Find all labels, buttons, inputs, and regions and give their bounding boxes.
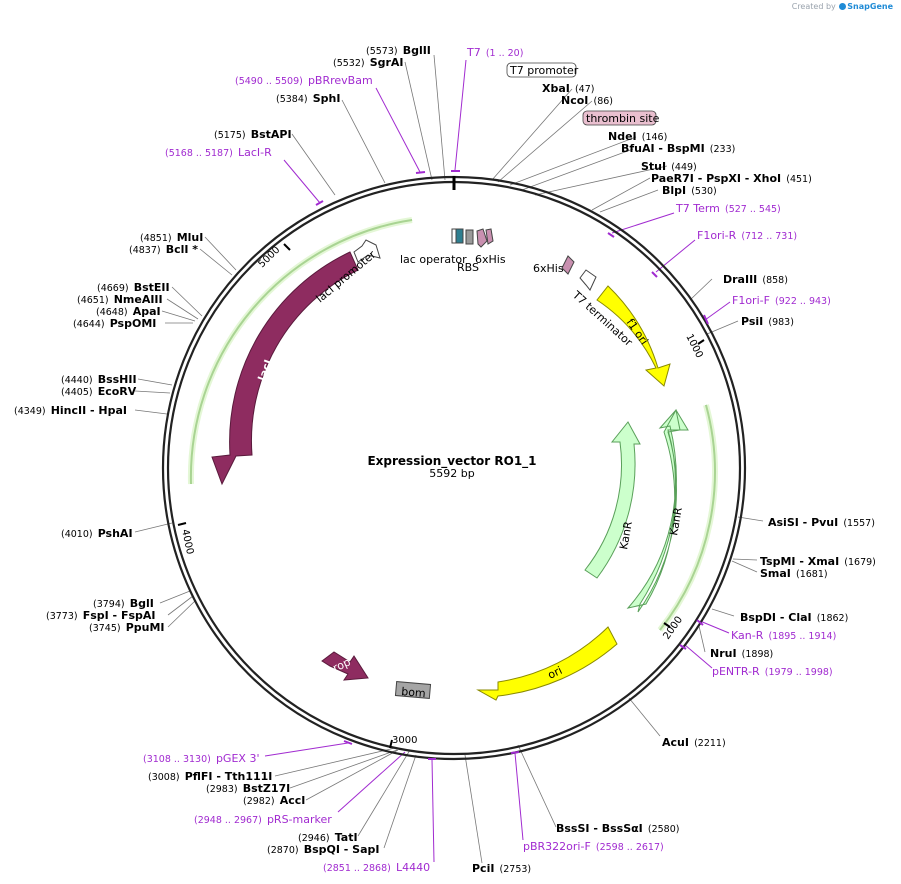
feature-label-his-2: 6xHis [533,262,564,275]
site-ecorv[interactable]: (4405) EcoRV [61,380,137,399]
orf-glow [187,217,718,632]
credit-prefix: Created by [791,2,836,11]
primer-prs-marker[interactable]: (2948 .. 2967) pRS-marker [194,808,332,827]
feature-laci-promoter-arrow [353,239,381,263]
feature-label-kanr-2: KanR [667,506,685,537]
restriction-site-labels: (5573) BglII (5532) SgrAI (5384) SphI (5… [14,39,876,876]
feature-lac-operator-box [455,228,464,244]
site-tspmi-xmai[interactable]: TspMI - XmaI (1679) [760,550,876,569]
site-bglii[interactable]: (5573) BglII [366,39,431,58]
site-blpi[interactable]: BlpI (530) [662,179,717,198]
site-ncoi[interactable]: NcoI (86) [561,89,613,108]
feature-label-lac-operator: lac operator [400,253,467,266]
feature-kanr-outer-arrow [626,408,689,613]
boxed-labels: T7 promoter thrombin site [506,62,660,126]
feature-t7-terminator-arrow [579,269,597,291]
site-sgrai[interactable]: (5532) SgrAI [333,51,404,70]
primer-marks [315,170,709,760]
site-bgli[interactable]: (3794) BglI [93,592,154,611]
site-apai[interactable]: (4648) ApaI [96,300,161,319]
feature-label-bom: bom [401,685,426,700]
feature-arrows [211,228,689,701]
feature-t7-promoter-box [451,228,457,244]
primer-l4440[interactable]: (2851 .. 2868) L4440 [323,856,430,875]
site-mlui[interactable]: (4851) MluI [140,226,203,245]
orf-arcs [189,219,716,631]
feature-thrombin-arrow [485,228,494,245]
credit-brand: SnapGene [847,2,893,11]
feature-rbs-box [465,229,474,245]
primer-pgex-3[interactable]: (3108 .. 3130) pGEX 3' [143,747,259,766]
site-bspqi-sapi[interactable]: (2870) BspQI - SapI [267,838,379,857]
site-acci[interactable]: (2982) AccI [243,789,305,808]
site-ndei[interactable]: NdeI (146) [608,125,667,144]
feature-label-t7-promoter: T7 promoter [509,64,579,77]
snapgene-logo-icon [839,3,847,10]
primer-f1ori-r[interactable]: F1ori-R (712 .. 731) [697,224,797,243]
site-nrui[interactable]: NruI (1898) [710,642,773,661]
primer-t7[interactable]: T7 (1 .. 20) [466,41,523,60]
primer-kan-r[interactable]: Kan-R (1895 .. 1914) [731,624,836,643]
primer-pbr322ori-f[interactable]: pBR322ori-F (2598 .. 2617) [523,835,664,854]
site-bsssi[interactable]: BssSI - BssSαI (2580) [556,817,679,836]
site-acui[interactable]: AcuI (2211) [662,731,726,750]
site-draiii[interactable]: DraIII (858) [723,268,788,287]
primer-pbrrevbam[interactable]: (5490 .. 5509) pBRrevBam [235,69,373,88]
tick-label-3000: 3000 [392,735,417,746]
site-pshai[interactable]: (4010) PshAI [61,522,133,541]
primer-pentr-r[interactable]: pENTR-R (1979 .. 1998) [712,660,833,679]
site-bstapi[interactable]: (5175) BstAPI [214,123,292,142]
site-bspdi-clai[interactable]: BspDI - ClaI (1862) [740,606,848,625]
primer-labels: T7 (1 .. 20) (5490 .. 5509) pBRrevBam (5… [143,41,836,875]
site-bcli[interactable]: (4837) BclI * [129,238,198,257]
site-psii[interactable]: PsiI (983) [741,310,794,329]
site-fspi-fspai[interactable]: (3773) FspI - FspAI [46,604,155,623]
site-ppumi[interactable]: (3745) PpuMI [89,616,165,635]
site-leader-lines [134,54,764,864]
feature-ori-arrow [476,626,618,701]
site-bfuai-bspmi[interactable]: BfuAI - BspMI (233) [621,137,735,156]
site-hincii-hpai[interactable]: (4349) HincII - HpaI [14,399,127,418]
tick-label-4000: 4000 [179,528,195,555]
feature-label-his-1: 6xHis [475,253,506,266]
site-bsshii[interactable]: (4440) BssHII [61,368,137,387]
feature-his-tag-left-arrow [476,228,488,248]
feature-kanr-inner-arrow [584,421,641,579]
tick-label-1000: 1000 [683,332,704,360]
tick-label-5000: 5000 [256,245,282,271]
feature-rop-arrow [321,651,369,681]
site-bsteii[interactable]: (4669) BstEII [97,276,170,295]
site-smai[interactable]: SmaI (1681) [760,562,828,581]
feature-bom-box [394,681,432,699]
site-asisi-pvui[interactable]: AsiSI - PvuI (1557) [768,511,875,530]
plasmid-backbone [161,175,747,761]
site-pflfi-tth111i[interactable]: (3008) PflFI - Tth111I [148,765,272,784]
feature-label-rbs: RBS [457,261,479,274]
site-sphi[interactable]: (5384) SphI [276,87,340,106]
site-paer7i-pspxi-xhoi[interactable]: PaeR7I - PspXI - XhoI (451) [651,167,812,186]
primer-t7-term[interactable]: T7 Term (527 .. 545) [675,197,781,216]
site-stui[interactable]: StuI (449) [641,155,697,174]
feature-f1ori-arrow [596,285,671,387]
site-bstz17i[interactable]: (2983) BstZ17I [206,777,290,796]
feature-label-thrombin-site: thrombin site [586,112,660,125]
plasmid-name: Expression_vector RO1_1 [367,454,536,469]
tick-marks [177,243,705,749]
feature-label-ori: ori [546,664,564,682]
feature-laci-arrow [211,251,359,486]
plasmid-length: 5592 bp [429,467,474,480]
site-pcii[interactable]: PciI (2753) [472,857,531,876]
site-pspomi[interactable]: (4644) PspOMI [73,312,156,331]
feature-label-kanr-1: KanR [617,520,635,551]
site-tati[interactable]: (2946) TatI [298,826,358,845]
primer-f1ori-f[interactable]: F1ori-F (922 .. 943) [732,289,831,308]
primer-laci-r[interactable]: (5168 .. 5187) LacI-R [165,141,272,160]
site-xbai[interactable]: XbaI (47) [542,77,594,96]
snapgene-credit: Created by SnapGene [792,2,893,11]
feature-his-tag-right-arrow [561,255,575,275]
site-nmeaiii[interactable]: (4651) NmeAIII [77,288,163,307]
